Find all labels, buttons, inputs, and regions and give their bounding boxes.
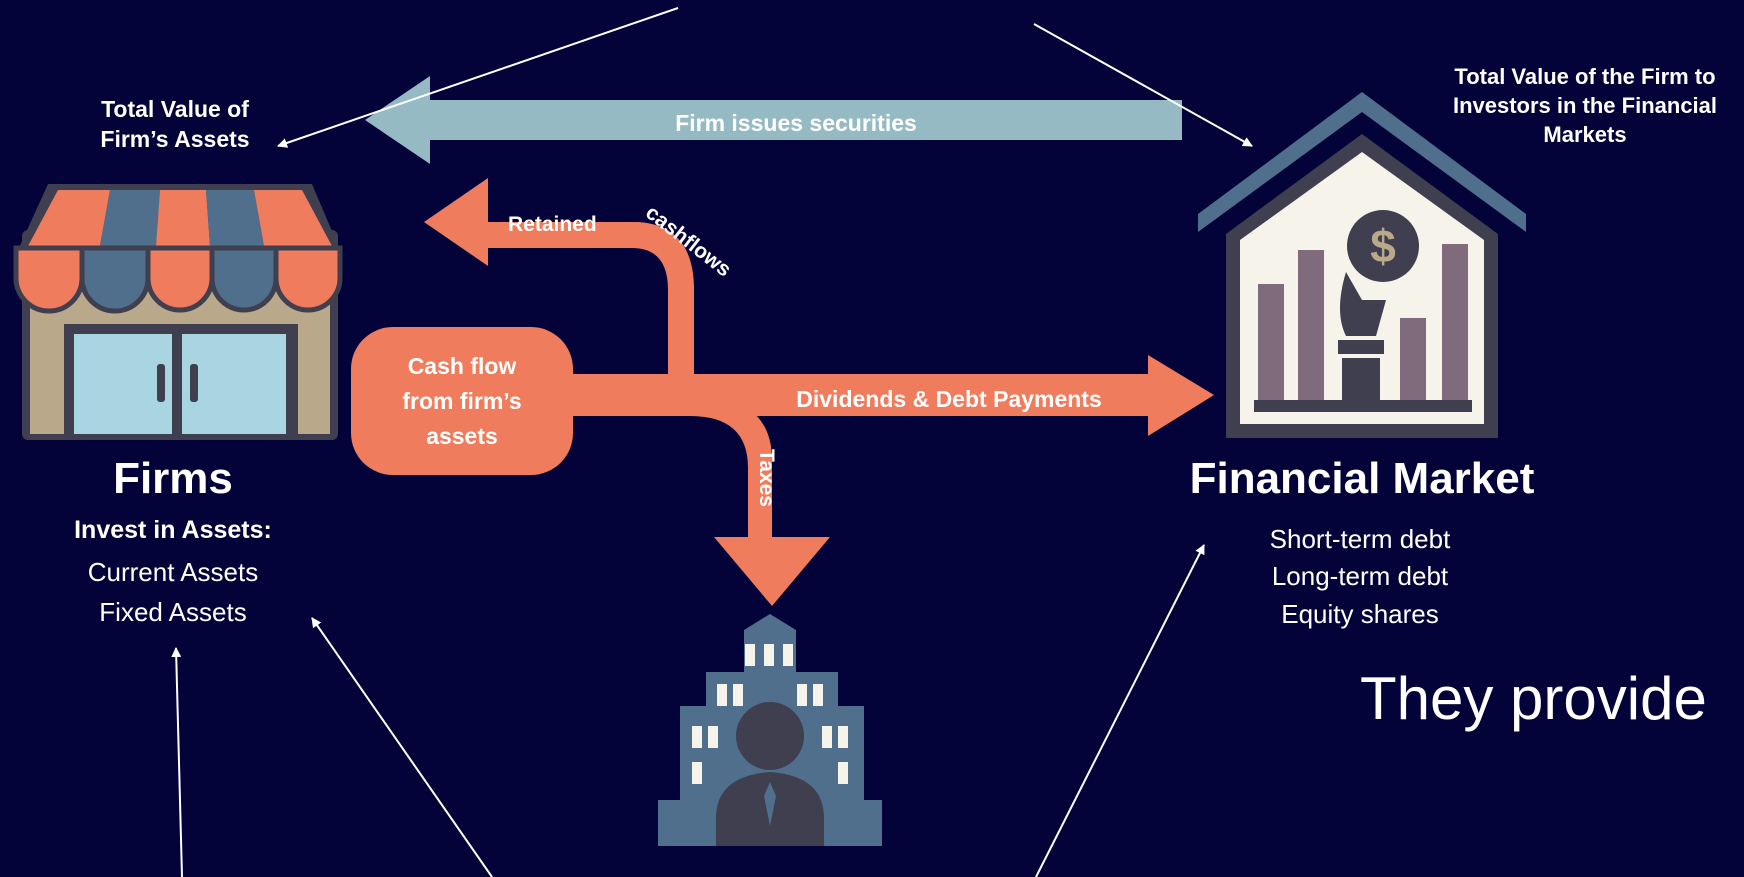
- store-icon: [13, 184, 343, 440]
- cash-flow-box: Cash flow from firm’s assets: [351, 327, 573, 475]
- market-item-equity-shares: Equity shares: [1281, 599, 1439, 629]
- taxes-label: Taxes: [755, 449, 778, 507]
- svg-text:$: $: [1370, 220, 1396, 272]
- firms-title: Firms: [113, 454, 233, 503]
- total-value-firm-investors-label: Total Value of the Firm to Investors in …: [1452, 64, 1718, 147]
- firms-item-fixed-assets: Fixed Assets: [99, 597, 247, 627]
- financial-market-title: Financial Market: [1189, 454, 1535, 503]
- market-item-long-term-debt: Long-term debt: [1271, 561, 1449, 591]
- market-item-short-term-debt: Short-term debt: [1269, 524, 1451, 554]
- firms-item-current-assets: Current Assets: [87, 557, 259, 587]
- financial-market-house-icon: $: [1198, 92, 1526, 438]
- pointer-lines: [171, 7, 1253, 877]
- tagline-text: They provide: [1360, 665, 1707, 732]
- total-value-firm-assets-label: Total Value of Firm’s Assets: [100, 96, 250, 152]
- retained-label: Retained: [508, 213, 597, 236]
- firm-issues-securities-label: Firm issues securities: [675, 110, 917, 136]
- cash-flow-box-label: Cash flow from firm’s assets: [402, 352, 522, 449]
- dividends-debt-label: Dividends & Debt Payments: [796, 386, 1101, 412]
- securities-arrow: [365, 76, 1182, 164]
- firms-subtitle: Invest in Assets:: [74, 516, 272, 544]
- cashflow-arrows: [424, 178, 1214, 606]
- government-building-icon: [658, 614, 882, 846]
